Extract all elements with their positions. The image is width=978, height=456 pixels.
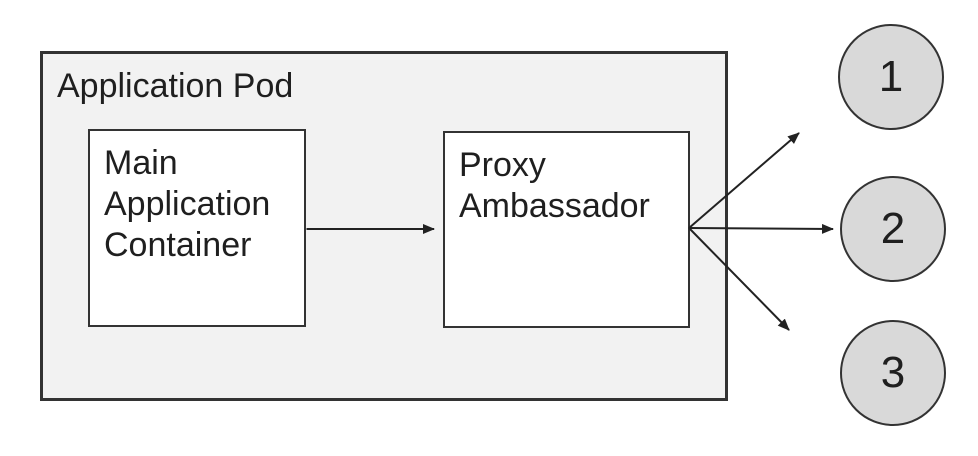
endpoint-circle-2: 2 — [840, 176, 946, 282]
node-main-application-container-label: Main Application Container — [104, 144, 271, 264]
endpoint-circle-1-label: 1 — [878, 52, 904, 101]
endpoint-circle-3: 3 — [840, 320, 946, 426]
node-proxy-ambassador-label: Proxy Ambassador — [459, 146, 650, 225]
endpoint-circle-1: 1 — [838, 24, 944, 130]
application-pod-box: Application Pod Main Application Contain… — [40, 51, 728, 401]
pod-title: Application Pod — [57, 67, 294, 105]
endpoint-circle-3-label: 3 — [880, 348, 906, 397]
endpoint-circle-2-label: 2 — [880, 204, 906, 253]
node-main-application-container: Main Application Container — [88, 129, 306, 327]
node-proxy-ambassador: Proxy Ambassador — [443, 131, 690, 328]
